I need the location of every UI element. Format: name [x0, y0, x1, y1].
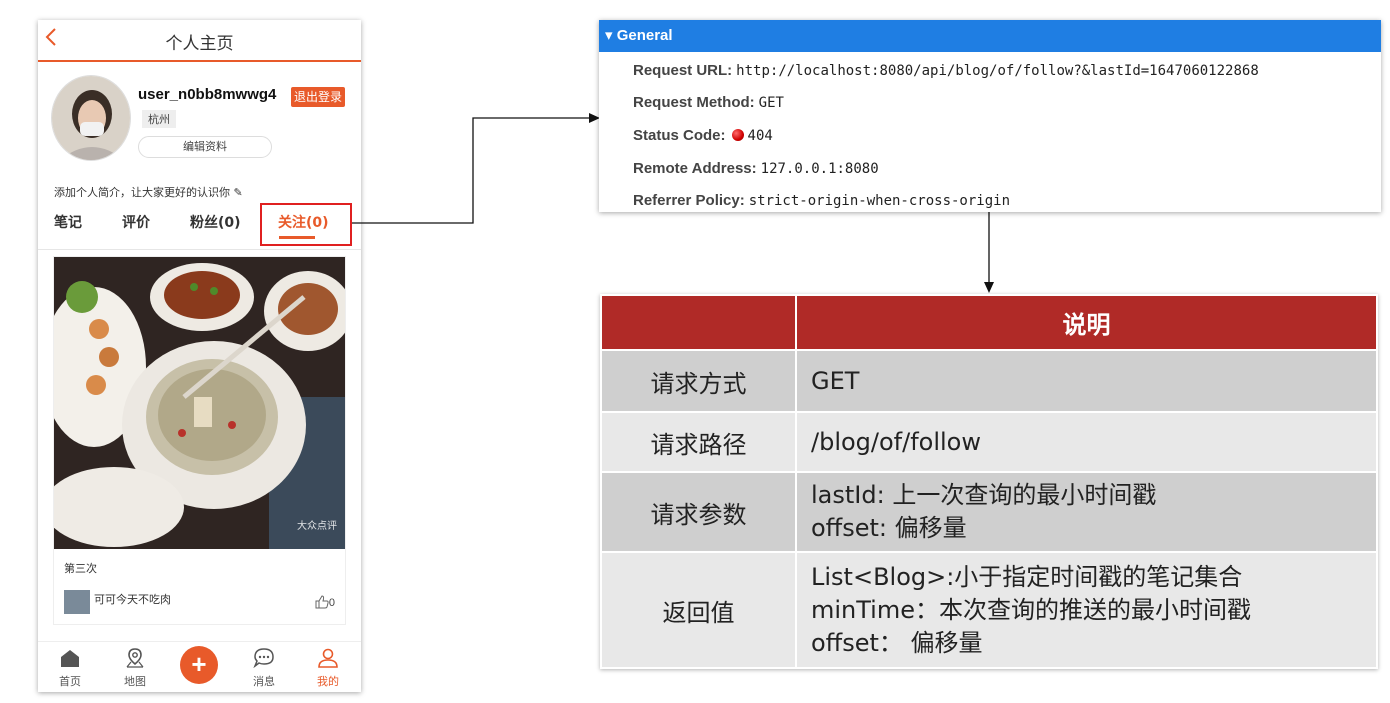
remote-address-label: Remote Address:	[633, 160, 757, 177]
nav-home[interactable]: 首页	[50, 648, 90, 689]
request-method-value: GET	[758, 95, 784, 111]
table-row: 请求参数 lastId: 上一次查询的最小时间戳 offset: 偏移量	[600, 471, 1378, 553]
row-value: /blog/of/follow	[795, 411, 1378, 473]
row-line: List<Blog>:小于指定时间戳的笔记集合	[811, 562, 1243, 591]
edit-profile-button[interactable]: 编辑资料	[138, 136, 272, 158]
blog-title[interactable]: 第三次	[64, 562, 97, 575]
active-tab-underline	[279, 236, 315, 239]
plus-icon: +	[191, 649, 207, 679]
status-error-icon	[731, 129, 744, 141]
map-pin-icon	[126, 648, 144, 668]
row-label: 请求参数	[600, 471, 797, 553]
general-section-header[interactable]: ▾ General	[599, 20, 1381, 52]
logout-button[interactable]: 退出登录	[291, 87, 345, 107]
nav-mine-label: 我的	[317, 675, 339, 688]
network-general-panel: ▾ General Request URL:http://localhost:8…	[599, 20, 1381, 212]
referrer-policy-row: Referrer Policy:strict-origin-when-cross…	[633, 192, 1010, 209]
request-method-row: Request Method:GET	[633, 94, 784, 111]
profile-tabs: 笔记 评价 粉丝(0) 关注(0)	[38, 210, 361, 250]
table-header-description: 说明	[795, 294, 1378, 351]
home-icon	[61, 650, 79, 667]
like-count: 0	[328, 597, 335, 609]
row-line: /blog/of/follow	[811, 427, 981, 456]
table-row: 请求方式 GET	[600, 349, 1378, 413]
request-method-label: Request Method:	[633, 94, 755, 111]
tab-reviews[interactable]: 评价	[122, 215, 150, 231]
row-value: List<Blog>:小于指定时间戳的笔记集合 minTime：本次查询的推送的…	[795, 551, 1378, 669]
chevron-left-icon[interactable]	[44, 27, 58, 53]
nav-mine[interactable]: 我的	[308, 648, 348, 689]
row-line: lastId: 上一次查询的最小时间戳	[811, 481, 1157, 509]
row-line: offset： 偏移量	[811, 628, 983, 657]
nav-messages-label: 消息	[253, 675, 275, 688]
api-spec-table: 说明 请求方式 GET 请求路径 /blog/of/follow 请求参数 la…	[600, 294, 1378, 669]
nav-map[interactable]: 地图	[115, 648, 155, 689]
nav-map-label: 地图	[124, 675, 146, 688]
status-code-label: Status Code:	[633, 127, 726, 144]
table-header-blank	[600, 294, 797, 351]
row-line: offset: 偏移量	[811, 514, 967, 542]
request-url-value: http://localhost:8080/api/blog/of/follow…	[736, 63, 1259, 79]
row-value: GET	[795, 349, 1378, 413]
phone-header: 个人主页	[38, 20, 361, 62]
row-label: 返回值	[600, 551, 797, 669]
message-icon	[253, 648, 274, 669]
nav-messages[interactable]: 消息	[244, 648, 284, 689]
blog-card[interactable]: 大众点评 第三次 可可今天不吃肉 0	[53, 256, 346, 625]
blog-image[interactable]: 大众点评	[54, 257, 345, 549]
tab-fans[interactable]: 粉丝(0)	[190, 215, 241, 231]
row-value: lastId: 上一次查询的最小时间戳 offset: 偏移量	[795, 471, 1378, 553]
tab-follow[interactable]: 关注(0)	[278, 215, 329, 231]
bottom-nav: 首页 地图 + 消息 我的	[38, 641, 361, 692]
phone-screen: 个人主页 user_n0bb8mwwg4 退出登录 杭州 编辑资料 添加个人简介…	[38, 20, 361, 692]
city-badge: 杭州	[142, 110, 176, 128]
like-button[interactable]: 0	[315, 595, 335, 609]
highlight-box	[260, 203, 352, 246]
row-line: minTime：本次查询的推送的最小时间戳	[811, 595, 1251, 624]
table-row: 请求路径 /blog/of/follow	[600, 411, 1378, 473]
referrer-policy-label: Referrer Policy:	[633, 192, 745, 209]
status-code-row: Status Code: 404	[633, 127, 773, 144]
page-title: 个人主页	[165, 34, 234, 54]
add-post-button[interactable]: +	[180, 646, 218, 684]
remote-address-row: Remote Address:127.0.0.1:8080	[633, 160, 879, 177]
status-code-value: 404	[747, 128, 773, 144]
profile-intro[interactable]: 添加个人简介，让大家更好的认识你 ✎	[54, 186, 243, 199]
table-header-row: 说明	[600, 294, 1378, 351]
author-avatar	[64, 590, 90, 614]
author-name: 可可今天不吃肉	[94, 593, 171, 606]
nav-home-label: 首页	[59, 675, 81, 688]
row-label: 请求路径	[600, 411, 797, 473]
request-url-row: Request URL:http://localhost:8080/api/bl…	[633, 62, 1259, 79]
request-url-label: Request URL:	[633, 62, 733, 79]
remote-address-value: 127.0.0.1:8080	[760, 161, 879, 177]
image-watermark: 大众点评	[297, 521, 337, 532]
user-icon	[318, 648, 338, 668]
referrer-policy-value: strict-origin-when-cross-origin	[748, 193, 1011, 209]
row-line: GET	[811, 366, 860, 395]
tab-notes[interactable]: 笔记	[54, 215, 82, 231]
avatar[interactable]	[52, 76, 130, 160]
thumbs-up-icon	[315, 595, 329, 609]
table-row: 返回值 List<Blog>:小于指定时间戳的笔记集合 minTime：本次查询…	[600, 551, 1378, 669]
row-label: 请求方式	[600, 349, 797, 413]
username: user_n0bb8mwwg4	[138, 86, 277, 103]
